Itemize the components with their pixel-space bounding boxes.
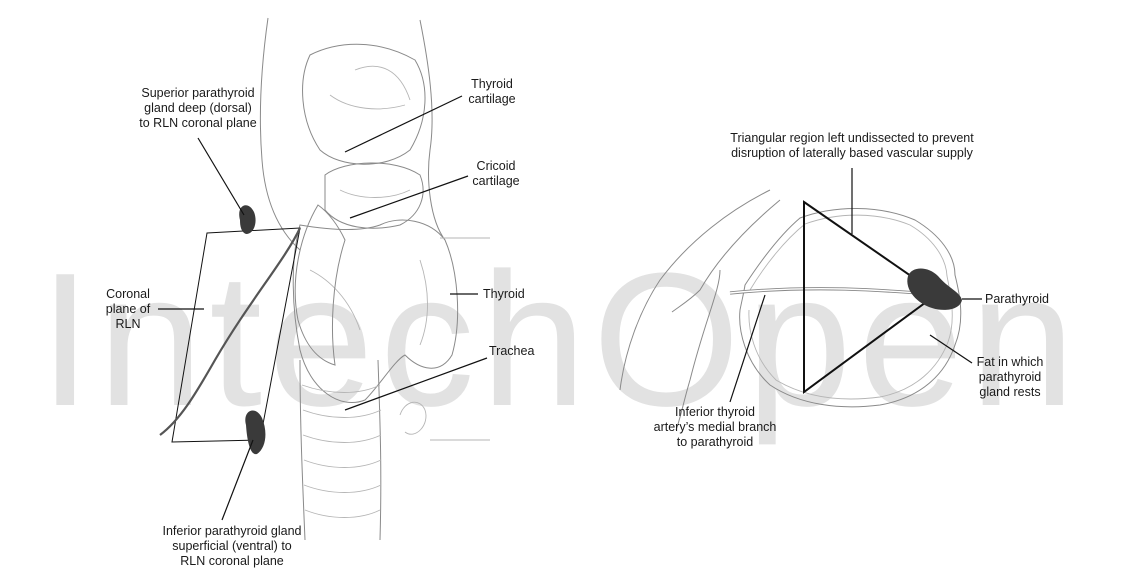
- svg-text:Inferior thyroid: Inferior thyroid: [675, 405, 755, 419]
- label-inferior-parathyroid: Inferior parathyroid gland superficial (…: [163, 440, 302, 568]
- svg-text:to parathyroid: to parathyroid: [677, 435, 753, 449]
- label-triangular-region: Triangular region left undissected to pr…: [730, 131, 974, 234]
- svg-text:Superior parathyroid: Superior parathyroid: [141, 86, 254, 100]
- svg-text:Cricoid: Cricoid: [477, 159, 516, 173]
- svg-text:disruption of laterally based: disruption of laterally based vascular s…: [731, 146, 974, 160]
- svg-text:Coronal: Coronal: [106, 287, 150, 301]
- svg-text:cartilage: cartilage: [472, 174, 519, 188]
- svg-text:Thyroid: Thyroid: [471, 77, 513, 91]
- svg-text:Thyroid: Thyroid: [483, 287, 525, 301]
- svg-text:Triangular region left undisse: Triangular region left undissected to pr…: [730, 131, 974, 145]
- svg-text:parathyroid: parathyroid: [979, 370, 1042, 384]
- svg-text:gland deep (dorsal): gland deep (dorsal): [144, 101, 252, 115]
- svg-text:to RLN coronal plane: to RLN coronal plane: [139, 116, 256, 130]
- svg-text:RLN: RLN: [115, 317, 140, 331]
- label-cricoid-cartilage: Cricoid cartilage: [350, 159, 520, 218]
- svg-text:Parathyroid: Parathyroid: [985, 292, 1049, 306]
- label-superior-parathyroid: Superior parathyroid gland deep (dorsal)…: [139, 86, 256, 215]
- svg-text:RLN coronal plane: RLN coronal plane: [180, 554, 284, 568]
- svg-text:gland rests: gland rests: [979, 385, 1040, 399]
- svg-text:Trachea: Trachea: [489, 344, 534, 358]
- svg-text:Fat in which: Fat in which: [977, 355, 1044, 369]
- svg-text:superficial (ventral) to: superficial (ventral) to: [172, 539, 292, 553]
- watermark: IntechOpen: [39, 234, 1081, 446]
- superior-parathyroid-gland: [239, 205, 255, 234]
- svg-text:artery’s medial branch: artery’s medial branch: [654, 420, 777, 434]
- svg-text:cartilage: cartilage: [468, 92, 515, 106]
- svg-text:Inferior parathyroid gland: Inferior parathyroid gland: [163, 524, 302, 538]
- svg-text:plane of: plane of: [106, 302, 151, 316]
